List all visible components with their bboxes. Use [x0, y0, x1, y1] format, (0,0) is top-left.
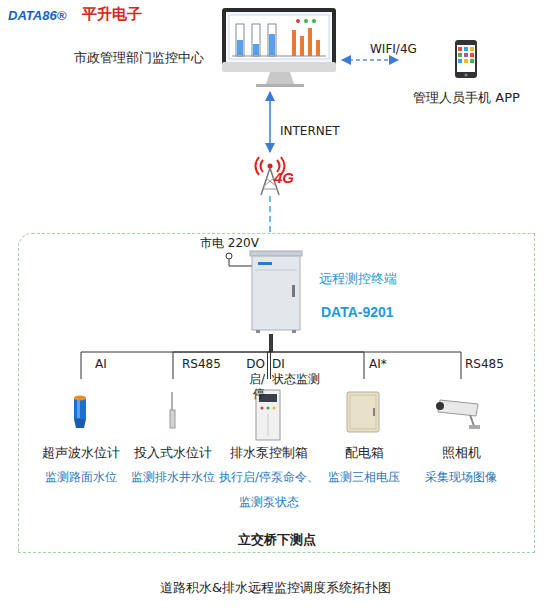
- device-node: 投入式水位计监测排水井水位: [119, 379, 227, 514]
- site-region: 立交桥下测点远程测控终端DATA-9201超声波水位计监测路面水位投入式水位计监…: [18, 233, 535, 553]
- power-label: 市电 220V: [200, 236, 259, 251]
- device-name: 配电箱: [319, 445, 409, 460]
- terminal-node: 远程测控终端 DATA-9201: [251, 251, 411, 334]
- connector-label: RS485: [465, 357, 504, 372]
- brand-logo: DATA86®: [8, 8, 66, 23]
- node-label: 市政管理部门监控中心: [74, 50, 224, 65]
- connector-label: AI*: [369, 357, 387, 372]
- network-link: [269, 196, 271, 233]
- phone-illustration: [455, 40, 477, 78]
- device-name: 超声波水位计: [29, 445, 133, 460]
- terminal-cabinet-illustration: [250, 251, 302, 333]
- tower-node: 4G: [252, 152, 302, 196]
- device-node: 超声波水位计监测路面水位: [29, 379, 133, 514]
- device-node: 配电箱监测三相电压: [319, 379, 409, 514]
- connector-label: RS485: [182, 357, 221, 372]
- connector-label: WIFI/4G: [370, 42, 417, 57]
- device-name: 照相机: [413, 445, 509, 460]
- model-number: DATA-9201: [321, 305, 411, 320]
- signal-line: [81, 334, 271, 379]
- ultrasonic-sensor-illustration: [74, 396, 86, 429]
- device-name: 投入式水位计: [119, 445, 227, 460]
- caption: 道路积水&排水远程监控调度系统拓扑图: [0, 580, 551, 595]
- device-function: 执行启/停泵命令、监测泵状态: [216, 465, 322, 515]
- monitor-center-node: 市政管理部门监控中心: [70, 4, 342, 92]
- camera-illustration: [436, 400, 480, 429]
- device-name: 排水泵控制箱: [216, 445, 322, 460]
- connector-label: INTERNET: [280, 124, 340, 139]
- device-node: 排水泵控制箱执行启/停泵命令、监测泵状态: [216, 379, 322, 514]
- connector-label: DO 启/停: [246, 357, 265, 402]
- phone-app-node: 管理人员手机 APP: [398, 36, 535, 108]
- node-label: 管理人员手机 APP: [398, 90, 535, 105]
- device-function: 采集现场图像: [413, 465, 509, 490]
- network-link: [342, 59, 398, 61]
- device-function: 监测排水井水位: [119, 465, 227, 490]
- immersion-sensor-illustration: [170, 392, 175, 428]
- device-function: 监测路面水位: [29, 465, 133, 490]
- device-function: 监测三相电压: [319, 465, 409, 490]
- connector-label: DI 状态监测: [272, 357, 320, 387]
- network-label: 4G: [274, 170, 302, 185]
- monitor-illustration: [222, 8, 336, 87]
- connector-label: AI: [95, 357, 107, 372]
- distribution-box-illustration: [347, 392, 379, 432]
- region-title: 立交桥下测点: [19, 532, 534, 547]
- node-label: 远程测控终端: [319, 271, 411, 286]
- power-input-symbol: [226, 253, 252, 266]
- signal-line: [268, 334, 270, 379]
- network-link: [269, 92, 271, 152]
- brand-logo: 平升电子: [82, 5, 142, 23]
- device-node: 照相机采集现场图像: [413, 379, 509, 514]
